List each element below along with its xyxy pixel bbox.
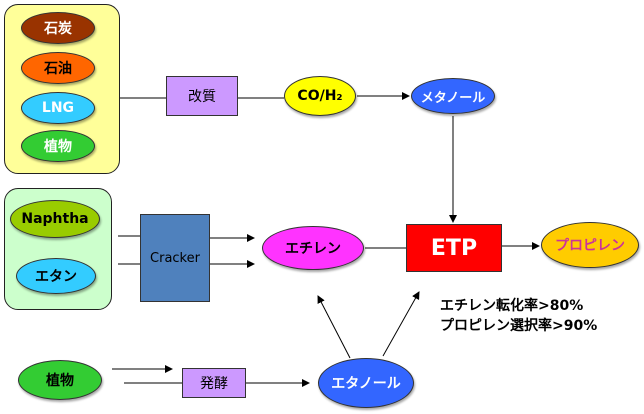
note-propylene-selectivity: プロピレン選択率>90%: [440, 318, 598, 334]
arrow-ethanol-to-ethylene: [317, 295, 351, 359]
plant-node: 植物: [21, 130, 95, 162]
etp-box: ETP: [406, 224, 502, 272]
arrow-ethanol-to-etp: [382, 291, 420, 357]
lng-node: LNG: [21, 92, 95, 124]
note-ethylene-conversion: エチレン転化率>80%: [440, 298, 584, 314]
reforming-box: 改質: [166, 76, 238, 116]
coal-node: 石炭: [21, 12, 95, 44]
ethanol-node: エタノール: [318, 358, 414, 408]
fermentation-box: 発酵: [182, 368, 246, 398]
methanol-node: メタノール: [411, 78, 495, 114]
ethylene-node: エチレン: [262, 226, 364, 270]
cracker-box: Cracker: [140, 214, 210, 302]
oil-node: 石油: [21, 52, 95, 84]
propylene-node: プロピレン: [541, 222, 639, 268]
syngas-node: CO/H₂: [284, 76, 356, 116]
ethane-node: エタン: [16, 258, 96, 294]
plant-source-node: 植物: [18, 360, 102, 400]
naphtha-node: Naphtha: [10, 200, 100, 238]
